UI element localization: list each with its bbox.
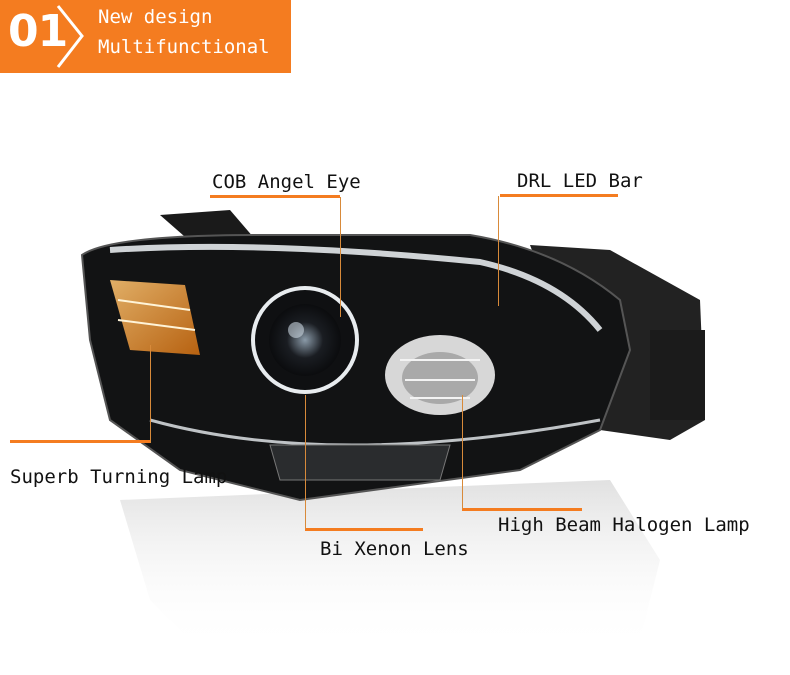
- drl-leader: [498, 196, 499, 306]
- feature-banner: 01 New design Multifunctional: [0, 0, 291, 73]
- drl-led-bar-label: DRL LED Bar: [517, 170, 643, 192]
- turning-lamp-label: Superb Turning Lamp: [10, 466, 228, 488]
- banner-subtitle: Multifunctional: [98, 36, 270, 58]
- xenon-leader: [305, 395, 306, 529]
- cob-underline: [210, 195, 340, 198]
- bi-xenon-lens-label: Bi Xenon Lens: [320, 538, 469, 560]
- chevron-right-icon: [56, 5, 84, 68]
- cob-angel-eye-label: COB Angel Eye: [212, 171, 361, 193]
- highbeam-leader: [462, 395, 463, 509]
- turning-underline: [10, 440, 150, 443]
- drl-underline: [500, 194, 618, 197]
- feature-number: 01: [8, 6, 68, 57]
- high-beam-label: High Beam Halogen Lamp: [498, 514, 750, 536]
- xenon-underline: [305, 528, 423, 531]
- highbeam-underline: [462, 508, 582, 511]
- turning-leader: [150, 345, 151, 443]
- cob-leader: [340, 197, 341, 317]
- banner-title: New design: [98, 6, 213, 28]
